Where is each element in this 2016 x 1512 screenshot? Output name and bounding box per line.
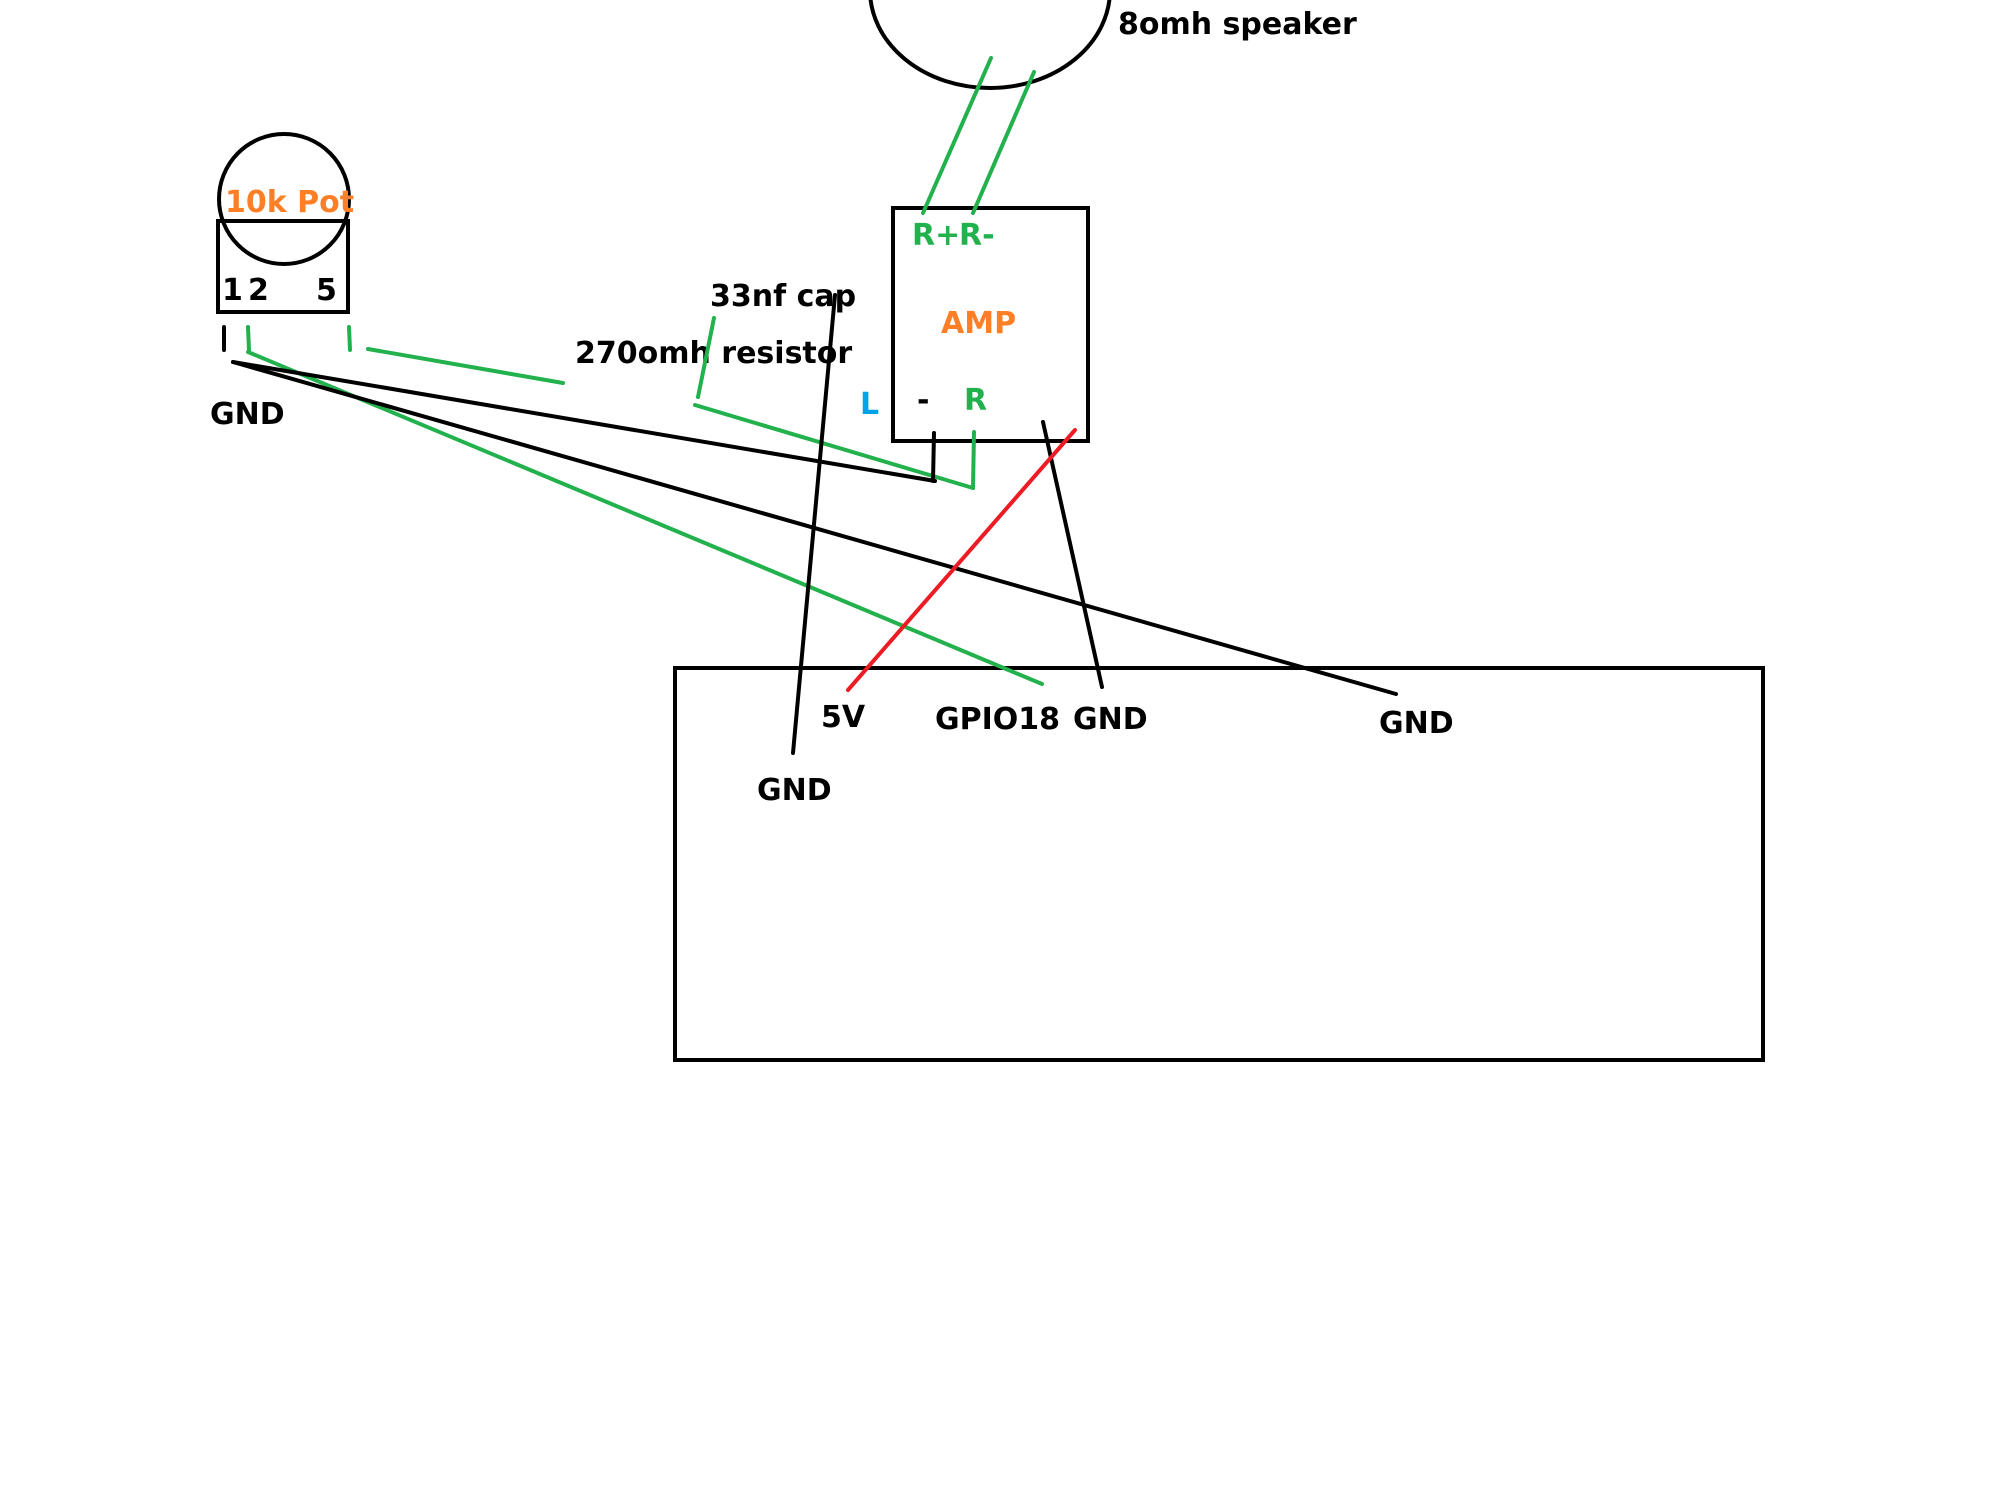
pi-pin-gnd-mid: GND	[1073, 702, 1148, 737]
cap-label: 33nf cap	[710, 279, 856, 314]
speaker-outline	[868, 0, 1112, 90]
amp-body	[891, 206, 1090, 443]
wire-amp-r-stub	[971, 430, 976, 490]
speaker-wire-positive	[921, 56, 993, 215]
pot-pin-1: 1	[222, 273, 243, 308]
amp-r-plus: R+	[912, 218, 960, 253]
resistor-label: 270omh resistor	[575, 336, 852, 371]
amp-right-input: R	[964, 383, 987, 418]
wire-cap-lead	[696, 316, 716, 399]
pot-body	[216, 219, 350, 314]
speaker-wire-negative	[971, 70, 1036, 215]
amp-label: AMP	[941, 306, 1016, 341]
pot-label: 10k Pot	[225, 185, 354, 220]
wire-amp-power-to-5v	[846, 428, 1077, 692]
wire-amp-gnd-to-pi-gnd	[1041, 420, 1104, 689]
wire-pot-to-resistor	[366, 347, 565, 385]
speaker-label: 8omh speaker	[1118, 7, 1357, 42]
amp-minus-input: -	[917, 383, 929, 418]
pi-pin-gpio18: GPIO18	[935, 702, 1060, 737]
wire-cap-to-gnd	[791, 293, 837, 755]
pi-pin-5v: 5V	[821, 700, 866, 735]
pot-knob	[217, 132, 351, 266]
pot-gnd-label: GND	[210, 397, 285, 432]
wire-amp-minus-stub	[931, 431, 936, 483]
wire-pot-wiper-to-gpio18	[246, 350, 1044, 686]
pot-pin-5: 5	[316, 273, 337, 308]
pi-pin-gnd-right: GND	[1379, 706, 1454, 741]
pot-pin5-stub	[347, 325, 352, 352]
pi-board	[673, 666, 1765, 1062]
pi-gnd-cap-label: GND	[757, 773, 832, 808]
amp-r-minus: R-	[959, 218, 995, 253]
pot-pin2-stub	[246, 325, 251, 352]
wire-resistor-to-amp-r	[693, 403, 975, 490]
pot-pin-2: 2	[248, 273, 269, 308]
amp-left-input: L	[860, 387, 879, 422]
